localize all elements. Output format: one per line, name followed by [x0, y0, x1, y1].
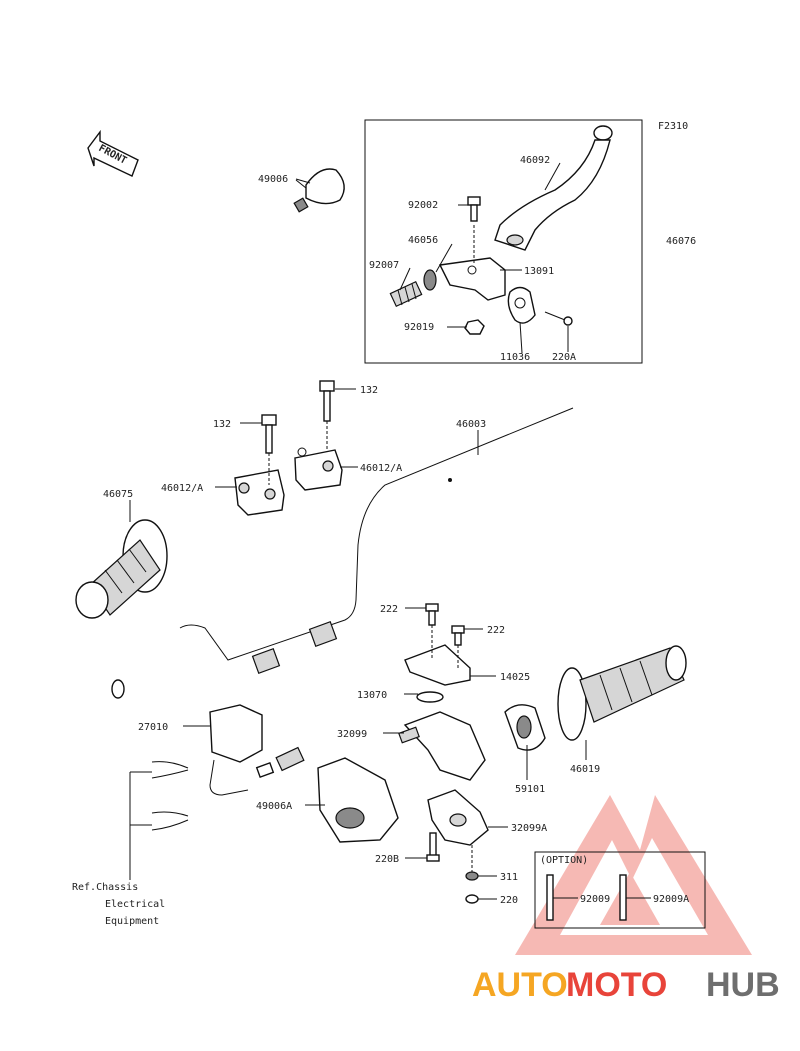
- label-46092: 46092: [520, 155, 550, 166]
- part-220B-screw: [426, 832, 440, 862]
- part-13091-holder: [438, 257, 506, 301]
- part-49006A-housing: [317, 757, 399, 843]
- watermark-text: AUTO MOTO HUB: [472, 966, 780, 1004]
- label-49006A: 49006A: [256, 801, 292, 812]
- part-132-bolts: [261, 380, 335, 485]
- part-92009-bolts: [546, 874, 651, 921]
- label-49006: 49006: [258, 174, 288, 185]
- label-46076: 46076: [666, 236, 696, 247]
- part-49006-cover: [293, 168, 345, 213]
- part-46003-handlebar: [102, 407, 588, 699]
- part-46019-right-grip: [557, 645, 687, 741]
- part-311-washer: [465, 845, 479, 881]
- part-14025-plate: [404, 644, 471, 686]
- part-59101-collar: [504, 704, 546, 751]
- label-92002: 92002: [408, 200, 438, 211]
- label-92019: 92019: [404, 322, 434, 333]
- label-46003: 46003: [456, 419, 486, 430]
- watermark-part2: MOTO: [566, 966, 667, 1004]
- part-220-screw: [465, 894, 479, 904]
- reference-bracket: [129, 771, 152, 880]
- option-box-title: (OPTION): [540, 855, 588, 866]
- part-92002-bolt: [467, 196, 481, 222]
- label-27010: 27010: [138, 722, 168, 733]
- label-13091: 13091: [524, 266, 554, 277]
- label-132-left: 132: [213, 419, 231, 430]
- part-220A-screw: [544, 311, 573, 326]
- label-32099: 32099: [337, 729, 367, 740]
- front-arrow-icon: FRONT: [87, 129, 139, 177]
- label-11036: 11036: [500, 352, 530, 363]
- label-92007: 92007: [369, 260, 399, 271]
- option-box: [534, 851, 706, 929]
- figure-code: F2310: [658, 121, 688, 132]
- label-92009A: 92009A: [653, 894, 689, 905]
- part-46075-left-grip: [75, 519, 168, 619]
- label-46012A-left: 46012/A: [161, 483, 203, 494]
- part-32099A-housing: [427, 789, 489, 846]
- part-27010-switch: [209, 704, 305, 796]
- label-311: 311: [500, 872, 518, 883]
- label-46056: 46056: [408, 235, 438, 246]
- part-13070-clip: [416, 691, 444, 703]
- label-46075: 46075: [103, 489, 133, 500]
- label-14025: 14025: [500, 672, 530, 683]
- leader-lines-lever: [295, 162, 569, 354]
- part-222-screws: [425, 603, 465, 670]
- watermark-part3: HUB: [706, 966, 780, 1004]
- label-32099A: 32099A: [511, 823, 547, 834]
- part-92019-nut: [464, 319, 485, 335]
- ref-note-line-1: Ref.Chassis: [72, 882, 138, 893]
- label-222-right: 222: [487, 625, 505, 636]
- lever-assembly-box: [364, 119, 643, 364]
- part-46012A-clamp-left: [234, 469, 285, 516]
- label-220B: 220B: [375, 854, 399, 865]
- label-59101: 59101: [515, 784, 545, 795]
- part-46056-washer: [423, 269, 437, 291]
- leader-lines-main: [129, 388, 587, 900]
- part-46012A-clamp-right: [294, 447, 343, 491]
- label-222-top: 222: [380, 604, 398, 615]
- part-32099-housing: [398, 711, 486, 781]
- watermark-part1: AUTO: [472, 966, 568, 1004]
- label-220: 220: [500, 895, 518, 906]
- label-132-top: 132: [360, 385, 378, 396]
- label-220A: 220A: [552, 352, 576, 363]
- part-46092-lever: [494, 125, 613, 251]
- label-13070: 13070: [357, 690, 387, 701]
- label-46012A-right: 46012/A: [360, 463, 402, 474]
- cable-clamps: [151, 761, 189, 831]
- label-92009: 92009: [580, 894, 610, 905]
- part-92007-adjuster: [389, 280, 423, 308]
- part-11036-clamp: [507, 286, 536, 324]
- ref-note-line-2: Electrical: [105, 899, 165, 910]
- ref-note-line-3: Equipment: [105, 916, 159, 927]
- label-46019: 46019: [570, 764, 600, 775]
